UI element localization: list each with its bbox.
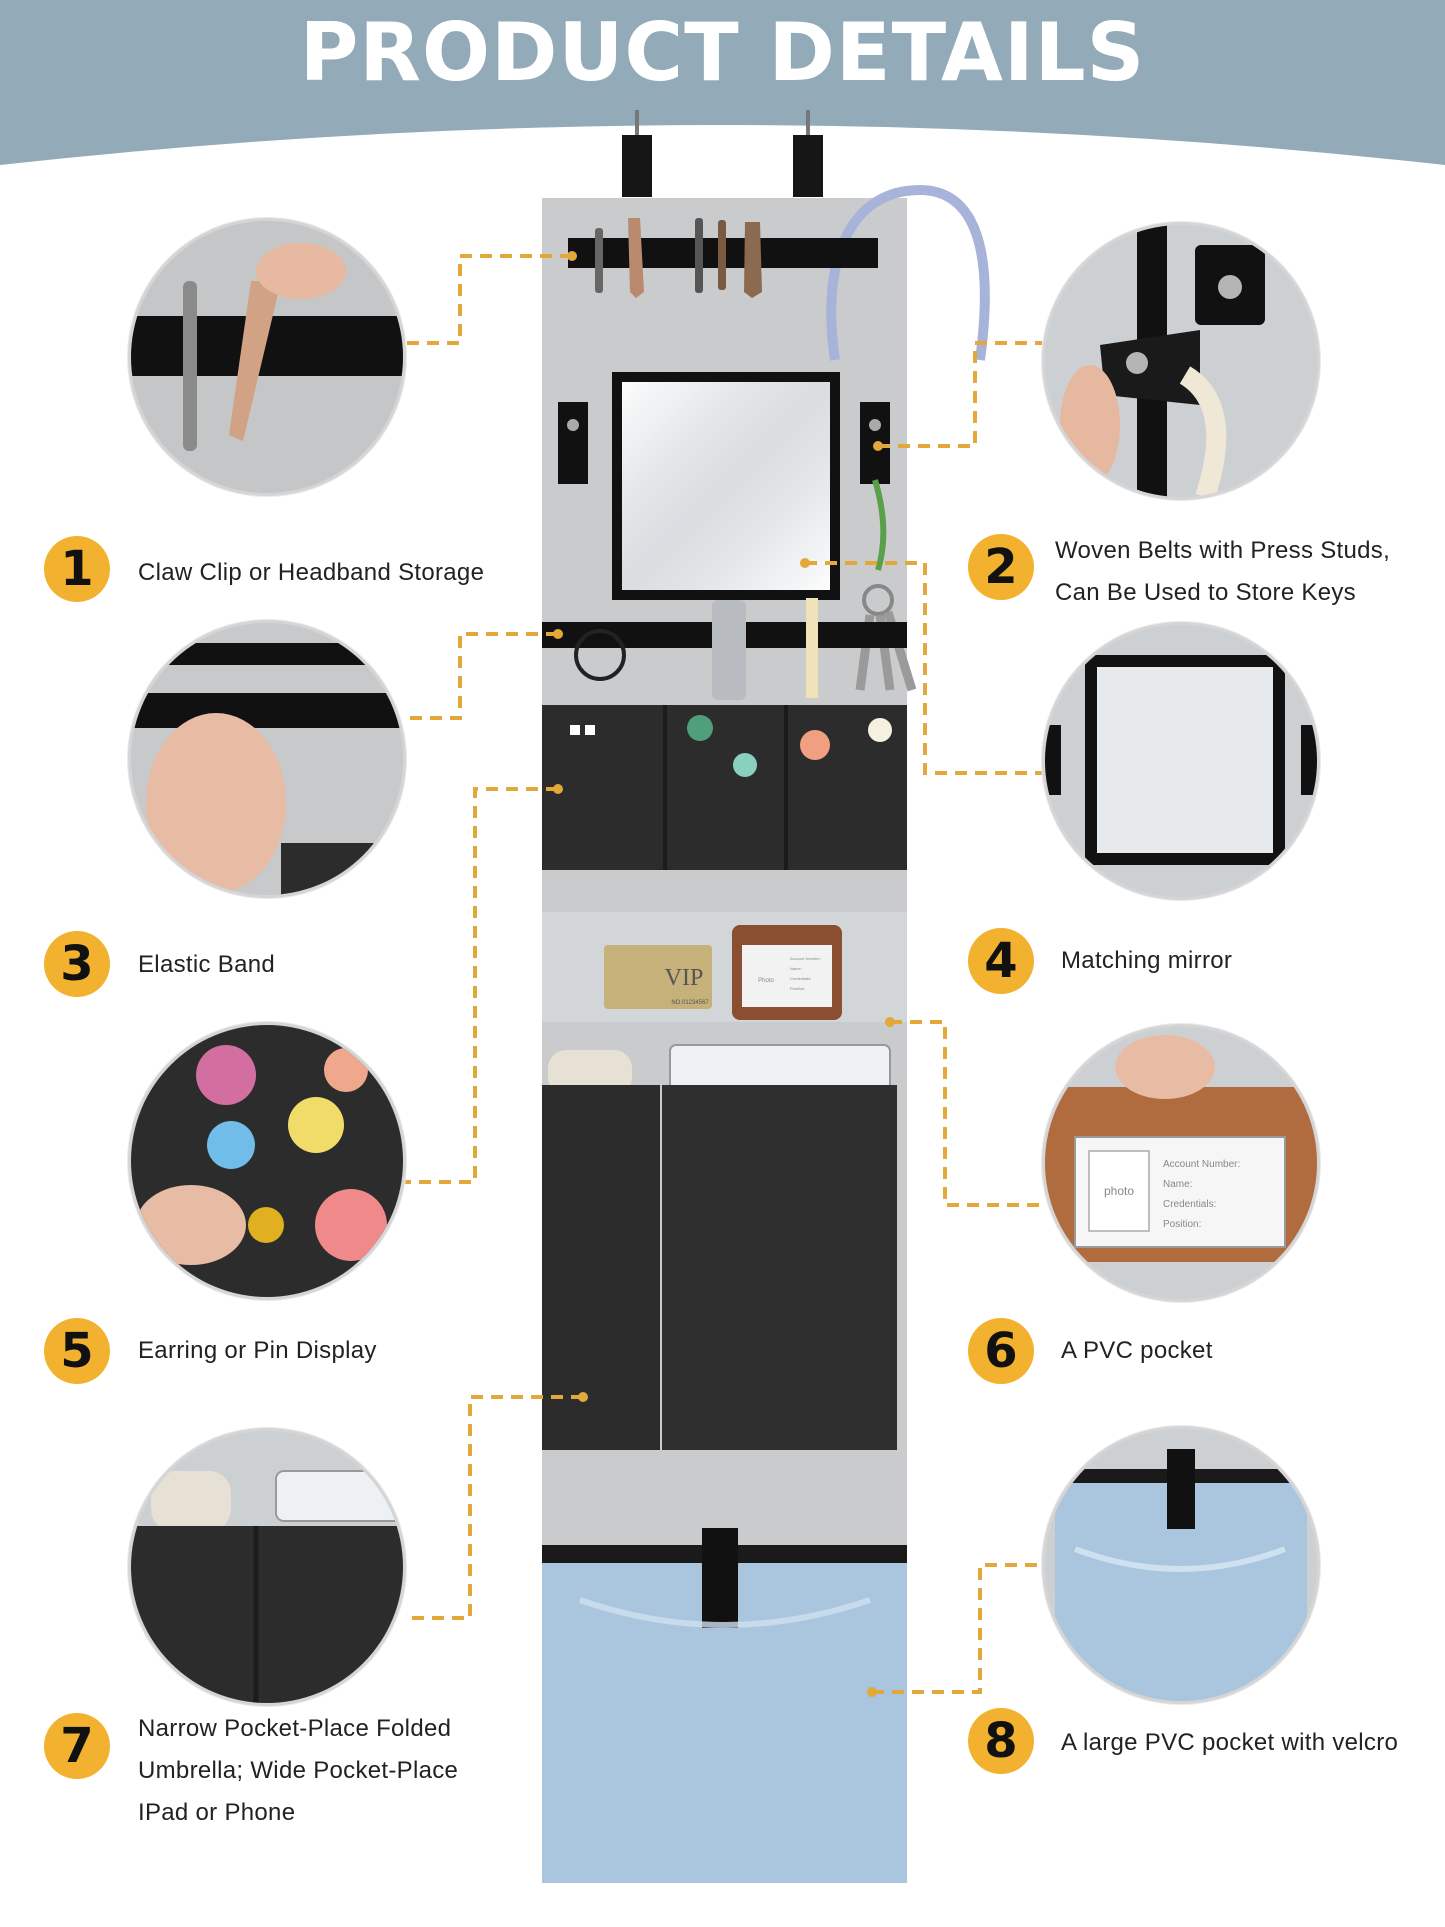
feature-label-2-line-2: Can Be Used to Store Keys [1055,579,1356,606]
closeup-umbrella-pocket [128,1428,406,1706]
feature-number-3: 3 [44,931,110,997]
badge-field-name: Name: [790,966,802,971]
pin-display-closeup-icon [131,1025,403,1297]
feature-label-6: A PVC pocket [1061,1330,1213,1372]
closeup-press-studs [1042,222,1320,500]
closeup-field-credentials: Credentials: [1163,1199,1216,1210]
feature-label-5: Earring or Pin Display [138,1330,377,1372]
feature-label-5-text: Earring or Pin Display [138,1337,377,1364]
feature-label-7-line-2: Umbrella; Wide Pocket-Place [138,1757,459,1784]
closeup-field-account: Account Number: [1163,1159,1240,1170]
pvc-pocket-closeup-icon: photo Account Number: Name: Credentials:… [1045,1027,1317,1299]
press-stud-closeup-icon [1045,225,1317,497]
page-title: PRODUCT DETAILS [299,6,1146,99]
feature-label-7-line-1: Narrow Pocket-Place Folded [138,1715,452,1742]
feature-label-1-text: Claw Clip or Headband Storage [138,559,485,586]
claw-clip-icon [595,218,762,298]
feature-number-5: 5 [44,1318,110,1384]
closeup-field-name: Name: [1163,1179,1192,1190]
closeup-field-position: Position: [1163,1219,1201,1230]
feature-label-3-text: Elastic Band [138,951,276,978]
card-number: NO.01234567 [671,1000,709,1006]
closeup-claw-clip [128,218,406,496]
badge-field-account: Account Number: [790,956,821,961]
badge-photo-text: Photo [758,978,774,984]
closeup-large-pvc-pocket [1042,1426,1320,1704]
mirror-closeup-icon [1045,625,1317,897]
feature-label-4-text: Matching mirror [1061,947,1233,974]
feature-label-1: Claw Clip or Headband Storage [138,552,484,594]
header-wave-shape [0,0,1445,165]
feature-number-1: 1 [44,536,110,602]
closeup-photo-text: photo [1104,1184,1134,1198]
feature-label-7-line-3: IPad or Phone [138,1799,296,1826]
header-banner: PRODUCT DETAILS [0,0,1445,170]
umbrella-pocket-closeup-icon [131,1431,403,1703]
pin-display-icon [570,715,892,777]
feature-label-2-line-1: Woven Belts with Press Studs, [1055,537,1391,564]
closeup-mirror [1042,622,1320,900]
feature-label-2: Woven Belts with Press Studs, Can Be Use… [1055,530,1390,614]
large-pvc-pocket-closeup-icon [1045,1429,1317,1701]
feature-label-6-text: A PVC pocket [1061,1337,1213,1364]
feature-number-6: 6 [968,1318,1034,1384]
feature-label-8: A large PVC pocket with velcro [1061,1722,1398,1764]
closeup-elastic-band [128,620,406,898]
feature-number-2: 2 [968,534,1034,600]
closeup-pin-display [128,1022,406,1300]
hook-icon [622,110,823,197]
feature-label-3: Elastic Band [138,944,275,986]
feature-label-8-text: A large PVC pocket with velcro [1061,1729,1399,1756]
feature-label-4: Matching mirror [1061,940,1232,982]
feature-number-7: 7 [44,1713,110,1779]
badge-field-credentials: Credentials: [790,976,811,981]
vip-card-text: VIP [665,965,704,991]
feature-label-7: Narrow Pocket-Place Folded Umbrella; Wid… [138,1708,458,1834]
closeup-pvc-pocket: photo Account Number: Name: Credentials:… [1042,1024,1320,1302]
feature-number-8: 8 [968,1708,1034,1774]
claw-clip-closeup-icon [131,221,403,493]
elastic-band-closeup-icon [131,623,403,895]
badge-field-position: Position: [790,986,805,991]
feature-number-4: 4 [968,928,1034,994]
